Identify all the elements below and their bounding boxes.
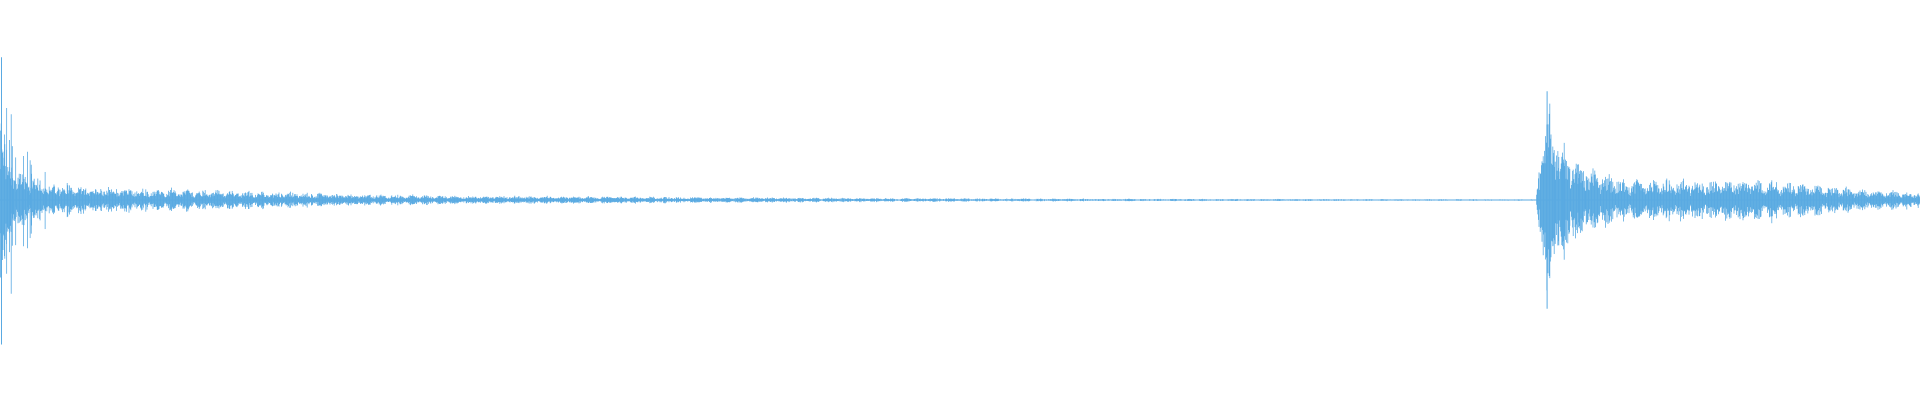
waveform-samples (0, 57, 1920, 345)
